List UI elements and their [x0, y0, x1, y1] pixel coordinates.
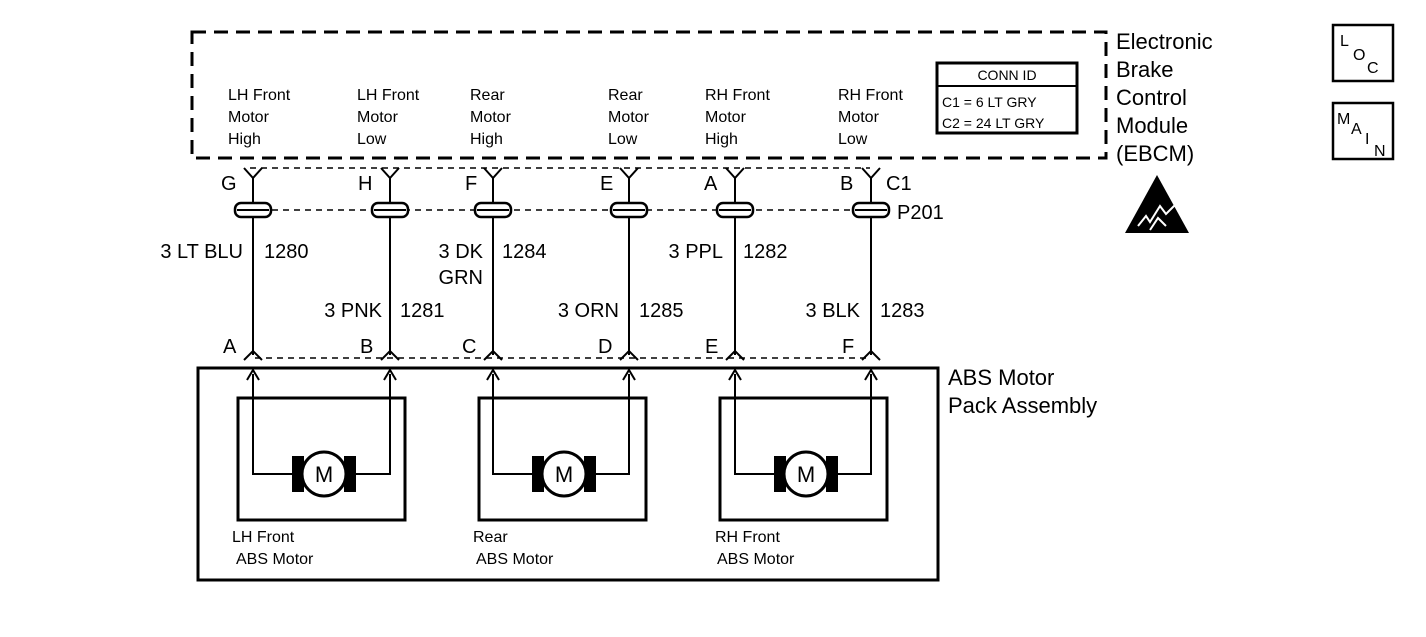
motor-pack-pin-letter: D	[598, 336, 612, 358]
diagram-text: I	[1365, 131, 1369, 148]
diagram-text: Motor	[838, 109, 880, 126]
wire-2	[380, 167, 400, 361]
diagram-text: High	[705, 131, 738, 148]
diagram-text: Rear	[470, 87, 505, 104]
diagram-text: LH Front	[228, 87, 291, 104]
diagram-text: M	[1337, 111, 1350, 128]
motor-pack-title: ABS Motor Pack Assembly	[948, 365, 1097, 418]
diagram-text: Module	[1116, 113, 1188, 138]
diagram-text: High	[228, 131, 261, 148]
motor-label: Rear	[473, 529, 508, 546]
diagram-text: (EBCM)	[1116, 141, 1194, 166]
conn-id-row: C1 = 6 LT GRY	[942, 94, 1037, 110]
wire-circuit-label: 1284	[502, 241, 547, 263]
ebcm-title: Electronic Brake Control Module (EBCM)	[1116, 29, 1213, 166]
ebcm-pin-label-5: RH Front Motor High	[705, 87, 770, 148]
diagram-text: Motor	[608, 109, 650, 126]
motor-label: LH Front	[232, 529, 295, 546]
c1-pin-letter: G	[221, 173, 237, 195]
diagram-text: Electronic	[1116, 29, 1213, 54]
c1-pin-letter: H	[358, 173, 372, 195]
wire-color-label: 3 PNK	[324, 300, 382, 322]
wire-4	[619, 167, 639, 361]
diagram-text: Rear	[608, 87, 643, 104]
wire-circuit-label: 1283	[880, 300, 925, 322]
conn-id-box: CONN ID C1 = 6 LT GRY C2 = 24 LT GRY	[935, 61, 1079, 135]
c1-pin-letter: A	[704, 173, 718, 195]
diagram-text: High	[470, 131, 503, 148]
diagram-text: RH Front	[838, 87, 903, 104]
motor-pack-pin-letter: C	[462, 336, 476, 358]
c1-connector-shell	[250, 167, 870, 211]
diagram-text: N	[1374, 143, 1386, 160]
rh-front-abs-motor: M RH Front ABS Motor	[715, 368, 889, 568]
diagram-text: L	[1340, 33, 1349, 50]
wire-color-label: 3 PPL	[669, 241, 723, 263]
diagram-text: Low	[357, 131, 387, 148]
wire-color-label: 3 ORN	[558, 300, 619, 322]
lh-front-abs-motor: M LH Front ABS Motor	[232, 368, 407, 568]
diagram-text: Motor	[705, 109, 747, 126]
motor-pack-pin-letter: A	[223, 336, 237, 358]
wire-6	[861, 167, 881, 361]
diagram-text: Motor	[357, 109, 399, 126]
diagram-text: O	[1353, 47, 1365, 64]
motor-symbol: M	[797, 462, 815, 487]
wire-circuit-label: 1280	[264, 241, 309, 263]
diagram-text: Low	[608, 131, 638, 148]
conn-id-row: C2 = 24 LT GRY	[942, 115, 1045, 131]
ebcm-pin-label-6: RH Front Motor Low	[838, 87, 903, 148]
wire-5	[725, 167, 745, 361]
p201-label: P201	[897, 202, 944, 224]
wire-circuit-label: 1281	[400, 300, 445, 322]
diagram-text: Motor	[470, 109, 512, 126]
wire-color-label: 3 LT BLU	[160, 241, 243, 263]
loc-icon[interactable]: L O C	[1331, 23, 1395, 83]
diagram-text: LH Front	[357, 87, 420, 104]
ebcm-pin-label-2: LH Front Motor Low	[357, 87, 420, 148]
main-icon[interactable]: M A I N	[1331, 101, 1395, 161]
wire-circuit-label: 1282	[743, 241, 788, 263]
motor-label: ABS Motor	[236, 551, 314, 568]
wire-circuit-label: 1285	[639, 300, 684, 322]
ebcm-box	[190, 30, 1108, 160]
motor-label: ABS Motor	[717, 551, 795, 568]
diagram-text: Motor	[228, 109, 270, 126]
motor-symbol: M	[555, 462, 573, 487]
motor-pack-pin-letter: B	[360, 336, 373, 358]
conn-id-title: CONN ID	[977, 67, 1036, 83]
wire-1	[243, 167, 263, 361]
motor-label: ABS Motor	[476, 551, 554, 568]
diagram-text: A	[1351, 121, 1362, 138]
ebcm-pin-label-1: LH Front Motor High	[228, 87, 291, 148]
diagram-text: Brake	[1116, 57, 1173, 82]
ebcm-pin-label-4: Rear Motor Low	[608, 87, 650, 148]
esd-warning-icon	[1125, 175, 1189, 233]
diagram-text: Control	[1116, 85, 1187, 110]
diagram-text: C	[1367, 60, 1379, 77]
diagram-text: Low	[838, 131, 868, 148]
diagram-text: RH Front	[705, 87, 770, 104]
c1-pin-letter: B	[840, 173, 853, 195]
diagram-text: ABS Motor	[948, 365, 1054, 390]
diagram-text: Pack Assembly	[948, 393, 1097, 418]
wire-color-label: GRN	[439, 267, 483, 289]
rear-abs-motor: M Rear ABS Motor	[473, 368, 648, 568]
c1-pin-letter: E	[600, 173, 613, 195]
wire-3	[483, 167, 503, 361]
c1-pin-letter: F	[465, 173, 477, 195]
ebcm-pin-label-3: Rear Motor High	[470, 87, 512, 148]
wire-color-label: 3 BLK	[806, 300, 861, 322]
c1-connector-label: C1	[886, 173, 912, 195]
motor-label: RH Front	[715, 529, 780, 546]
motor-pack-pin-letter: E	[705, 336, 718, 358]
motor-pack-box	[196, 366, 940, 582]
p201-connector-symbol	[233, 201, 891, 219]
motor-symbol: M	[315, 462, 333, 487]
motor-pack-pin-letter: F	[842, 336, 854, 358]
wire-color-label: 3 DK	[439, 241, 484, 263]
